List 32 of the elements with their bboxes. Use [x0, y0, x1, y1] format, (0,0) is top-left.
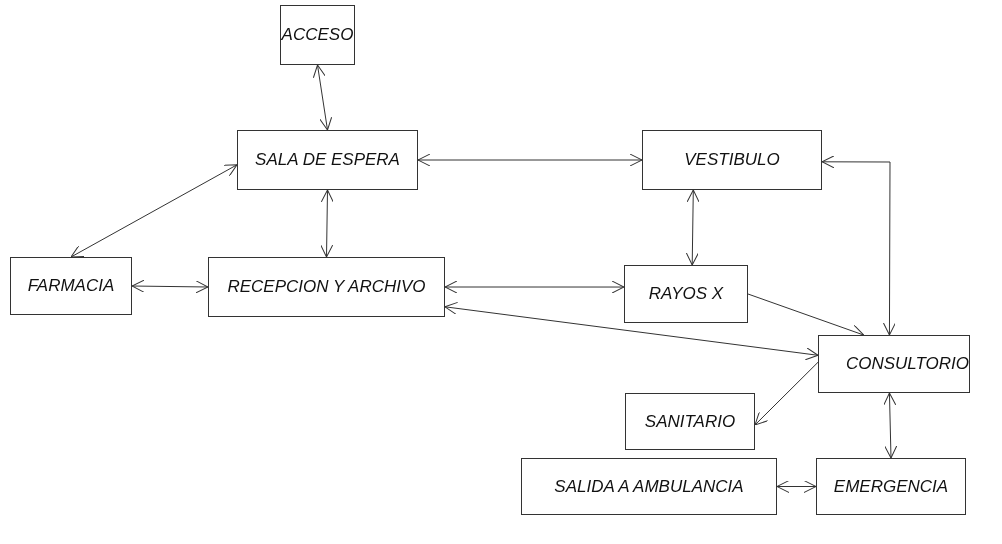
room-box	[642, 130, 822, 190]
room-box	[280, 5, 355, 65]
room-label: SALIDA A AMBULANCIA	[554, 476, 744, 497]
arrow	[776, 480, 817, 493]
arrow	[312, 64, 333, 131]
arrow	[883, 392, 898, 459]
room-label: CONSULTORIO	[845, 354, 969, 374]
room-box	[10, 257, 132, 315]
room-box	[818, 335, 970, 393]
room-box	[521, 458, 777, 515]
room-label: SANITARIO	[644, 411, 736, 432]
room-label: SALA DE ESPERA	[255, 150, 400, 170]
room-box	[237, 130, 418, 190]
arrow	[444, 280, 625, 294]
arrow	[821, 155, 896, 336]
arrow	[70, 164, 238, 258]
room-label: VESTIBULO	[684, 150, 780, 170]
room-box	[816, 458, 966, 515]
arrow	[131, 279, 209, 294]
room-label: RECEPCION Y ARCHIVO	[227, 277, 426, 297]
room-box	[625, 393, 755, 450]
room-label: RAYOS X	[648, 284, 724, 304]
room-label: ACCESO	[281, 25, 354, 45]
arrow	[417, 153, 643, 167]
room-label: EMERGENCIA	[833, 476, 949, 497]
arrow	[444, 301, 819, 361]
arrow	[685, 189, 700, 266]
room-box	[624, 265, 748, 323]
arrow	[320, 189, 334, 258]
room-label: FARMACIA	[27, 276, 115, 296]
arrow	[754, 361, 819, 426]
room-box	[208, 257, 445, 317]
